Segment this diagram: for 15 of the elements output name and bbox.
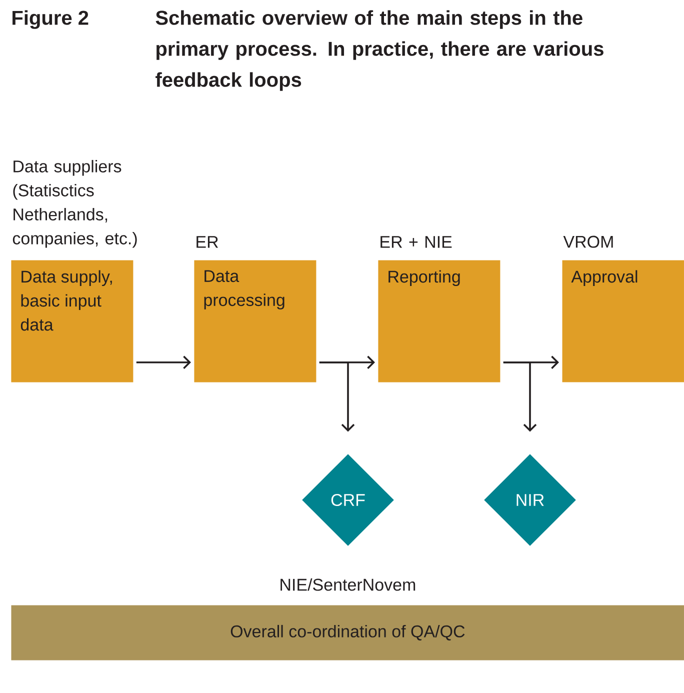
- node-caption: NIE/SenterNovem: [280, 578, 416, 591]
- figure-title: Schematic overview of the main steps in the primary process. In practice, there are various feedback loops: [156, 10, 604, 91]
- process-box: Reporting: [378, 260, 500, 382]
- arrow: [503, 362, 537, 432]
- process-box: Data supply, basic input data: [11, 260, 134, 382]
- node-caption: ER + NIE: [380, 236, 452, 248]
- node-caption: Data suppliers (Statisctics Netherlands, companies, etc.): [12, 160, 137, 248]
- figure-number: Figure 2: [12, 10, 88, 29]
- node-caption: ER: [196, 236, 218, 248]
- coordination-band: Overall co-ordination of QA/QC: [11, 605, 684, 660]
- node-caption: VROM: [563, 236, 613, 248]
- process-box: Approval: [562, 260, 684, 382]
- arrow: [136, 356, 191, 370]
- arrow: [319, 362, 355, 432]
- process-box: Data processing: [194, 260, 316, 382]
